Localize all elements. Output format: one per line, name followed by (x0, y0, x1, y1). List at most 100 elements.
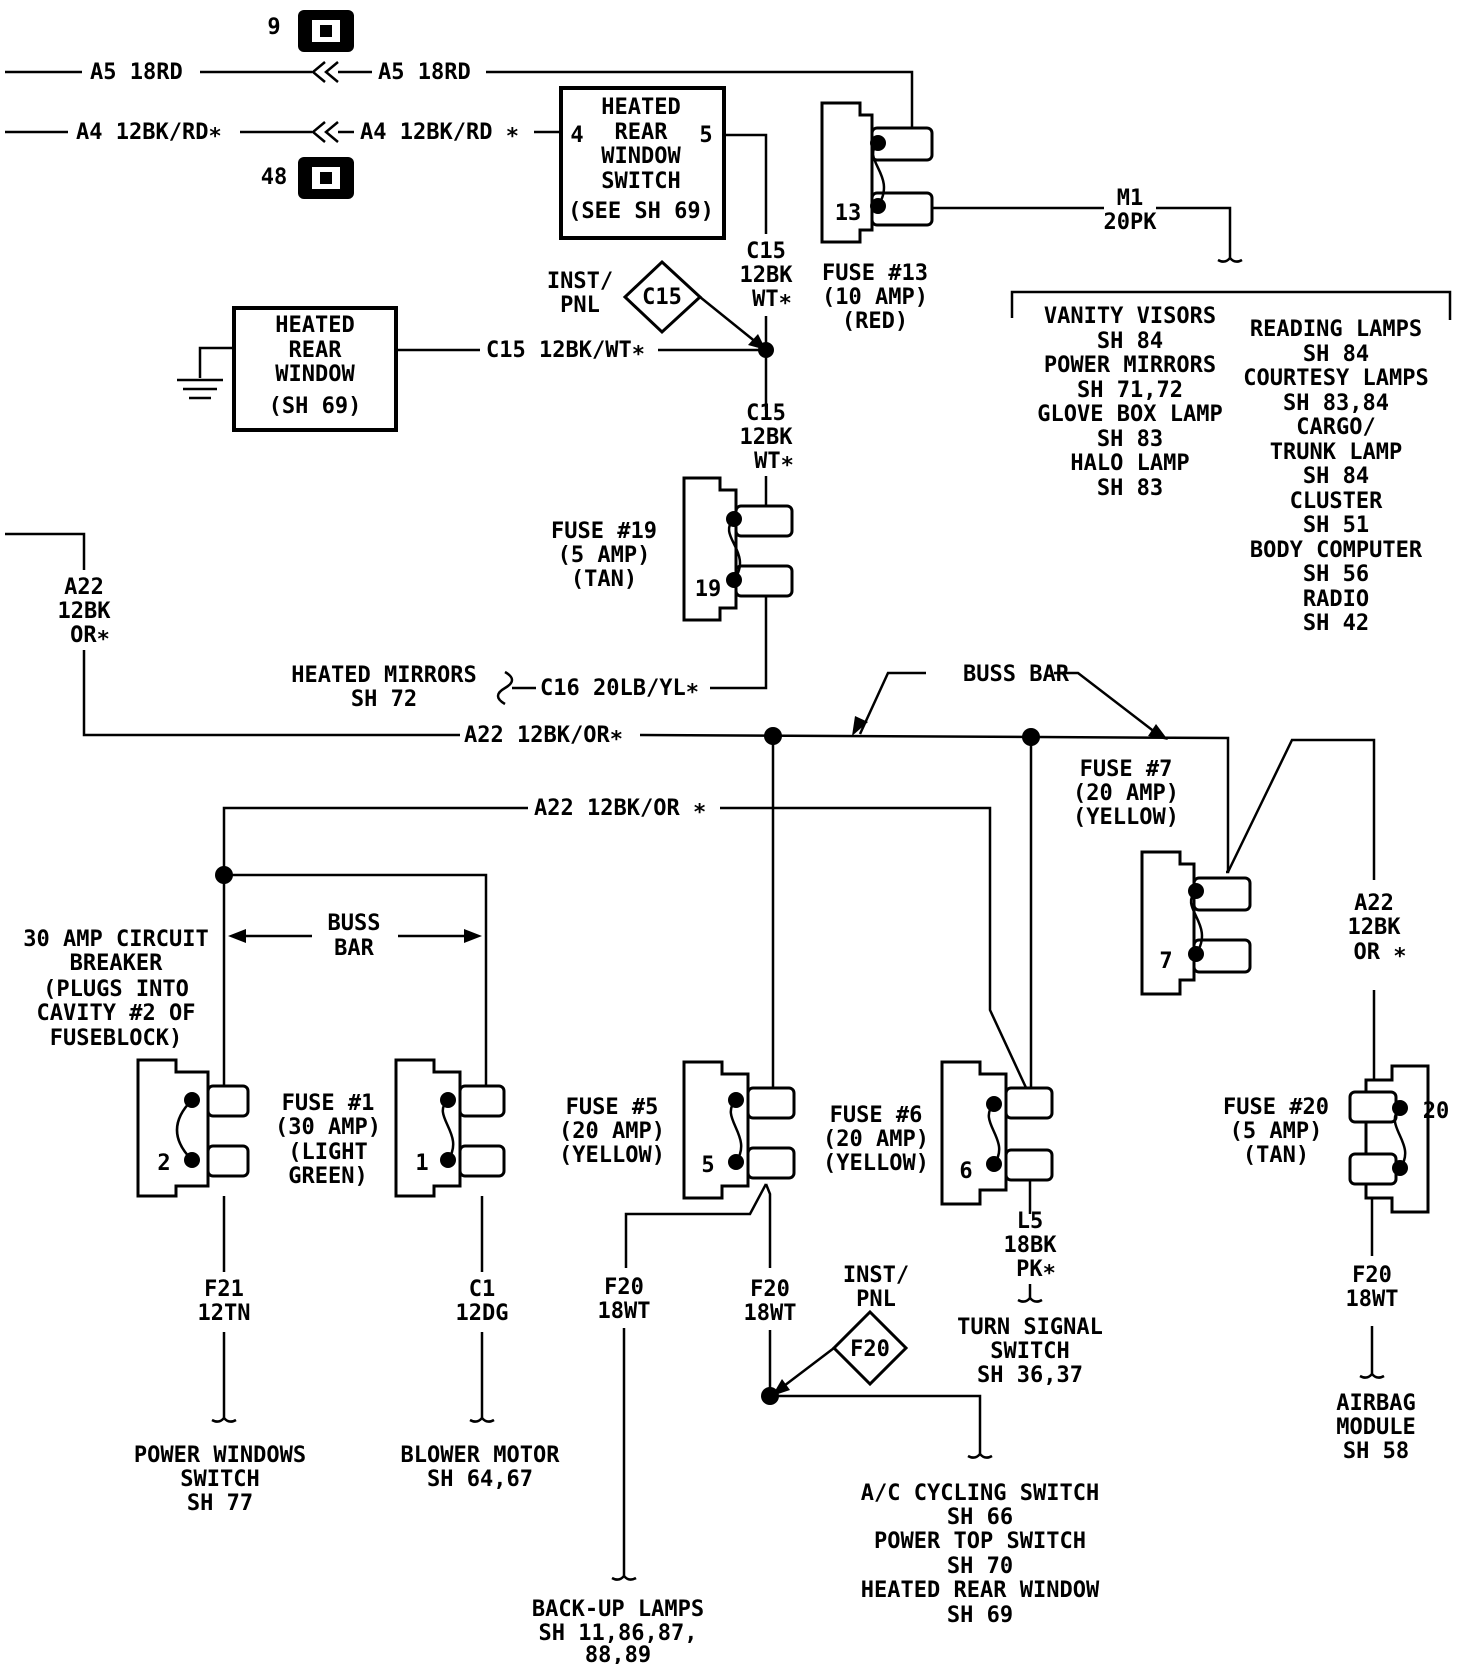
connector-9-number: 9 (267, 15, 280, 40)
svg-text:18BK: 18BK (1004, 1233, 1058, 1258)
svg-text:12DG: 12DG (456, 1301, 509, 1326)
breaker-2-number: 2 (157, 1151, 170, 1176)
svg-text:WT∗: WT∗ (752, 287, 792, 312)
fuse-20: FUSE #20 (5 AMP) (TAN) 20 (1223, 1064, 1450, 1214)
svg-text:RADIO: RADIO (1303, 587, 1369, 612)
svg-text:TRUNK LAMP: TRUNK LAMP (1270, 440, 1402, 465)
svg-text:(20 AMP): (20 AMP) (559, 1119, 665, 1144)
svg-text:SWITCH: SWITCH (180, 1467, 259, 1492)
svg-text:WT∗: WT∗ (754, 449, 794, 474)
svg-text:F21: F21 (204, 1277, 244, 1302)
svg-text:SH 58: SH 58 (1343, 1439, 1409, 1464)
svg-text:HEATED REAR WINDOW: HEATED REAR WINDOW (861, 1578, 1100, 1603)
svg-text:HEATED: HEATED (275, 313, 354, 338)
svg-text:SH 69: SH 69 (947, 1603, 1013, 1628)
svg-text:VANITY VISORS: VANITY VISORS (1044, 304, 1216, 329)
fuse-20-number: 20 (1423, 1099, 1450, 1124)
svg-text:20PK: 20PK (1104, 210, 1158, 235)
wire-a22-right (1226, 738, 1376, 880)
svg-text:FUSE #1: FUSE #1 (282, 1091, 375, 1116)
wire-a5-right-label: A5 18RD (378, 60, 471, 85)
svg-text:(5 AMP): (5 AMP) (1230, 1119, 1323, 1144)
fuse-7-number: 7 (1159, 949, 1172, 974)
blower-motor-destination: BLOWER MOTOR SH 64,67 (401, 1443, 561, 1492)
svg-text:SH 72: SH 72 (351, 687, 417, 712)
svg-text:FUSE #5: FUSE #5 (566, 1095, 659, 1120)
svg-text:(30 AMP): (30 AMP) (275, 1115, 381, 1140)
svg-text:SWITCH: SWITCH (990, 1339, 1069, 1364)
svg-text:18WT: 18WT (598, 1299, 651, 1324)
svg-text:SH 11,86,87,: SH 11,86,87, (539, 1621, 698, 1646)
heated-rear-window: HEATED REAR WINDOW (SH 69) (177, 306, 398, 432)
wire-a4-right-label: A4 12BK/RD ∗ (360, 120, 519, 145)
svg-text:A22: A22 (1354, 891, 1394, 916)
svg-text:FUSE #7: FUSE #7 (1080, 757, 1173, 782)
svg-text:(TAN): (TAN) (1243, 1143, 1309, 1168)
svg-text:INST/: INST/ (843, 1263, 909, 1288)
svg-text:(PLUGS INTO: (PLUGS INTO (43, 977, 189, 1002)
svg-text:OR∗: OR∗ (70, 623, 110, 648)
wire-a22-left (5, 532, 86, 570)
svg-text:SH 84: SH 84 (1097, 329, 1163, 354)
svg-text:MODULE: MODULE (1336, 1415, 1415, 1440)
svg-text:(LIGHT: (LIGHT (288, 1140, 367, 1165)
svg-text:SH 66: SH 66 (947, 1505, 1013, 1530)
svg-text:SH 51: SH 51 (1303, 513, 1369, 538)
svg-text:SH 71,72: SH 71,72 (1077, 378, 1183, 403)
wire-c15-mid-label: C15 12BK WT∗ (740, 401, 794, 474)
svg-text:AIRBAG: AIRBAG (1336, 1391, 1415, 1416)
svg-text:88,89: 88,89 (585, 1643, 651, 1664)
wire-a5: A5 18RD A5 18RD (5, 60, 914, 132)
svg-text:F20: F20 (1352, 1263, 1392, 1288)
svg-text:SH 83,84: SH 83,84 (1283, 391, 1389, 416)
circuit-breaker-2: 30 AMP CIRCUIT BREAKER (PLUGS INTO CAVIT… (23, 927, 250, 1198)
ac-cycling-destination: A/C CYCLING SWITCH SH 66 POWER TOP SWITC… (861, 1481, 1100, 1628)
svg-text:INST/: INST/ (547, 269, 613, 294)
svg-text:12BK: 12BK (740, 425, 794, 450)
svg-text:A22: A22 (64, 575, 104, 600)
backup-lamps-destination: BACK-UP LAMPS SH 11,86,87, 88,89 (532, 1597, 704, 1664)
wire-c16 (710, 596, 768, 690)
svg-text:(YELLOW): (YELLOW) (1073, 805, 1179, 830)
svg-text:(5 AMP): (5 AMP) (558, 543, 651, 568)
svg-text:SH 36,37: SH 36,37 (977, 1363, 1083, 1388)
heated-rear-window-switch: HEATED REAR WINDOW SWITCH (SEE SH 69) 4 … (559, 86, 726, 240)
svg-text:(SEE SH 69): (SEE SH 69) (568, 199, 714, 224)
svg-text:SH 83: SH 83 (1097, 476, 1163, 501)
wire-a22-left-label: A22 12BK OR∗ (58, 575, 112, 648)
wire-c15-switch-out (724, 133, 768, 234)
fuse-13: 13 FUSE #13 (10 AMP) (RED) (820, 101, 934, 334)
svg-text:12BK: 12BK (740, 263, 794, 288)
svg-text:(YELLOW): (YELLOW) (559, 1143, 665, 1168)
svg-text:(SH 69): (SH 69) (269, 394, 362, 419)
fuse-6-number: 6 (959, 1159, 972, 1184)
fuse-1: FUSE #1 (30 AMP) (LIGHT GREEN) 1 (275, 1058, 506, 1198)
svg-text:BODY COMPUTER: BODY COMPUTER (1250, 538, 1423, 563)
svg-text:C15: C15 (746, 401, 786, 426)
wire-f20-mid (764, 1183, 772, 1268)
buss-bar-line (639, 733, 1230, 874)
svg-text:POWER TOP SWITCH: POWER TOP SWITCH (874, 1529, 1086, 1554)
fuse-6: FUSE #6 (20 AMP) (YELLOW) 6 (823, 1060, 1054, 1206)
svg-text:CARGO/: CARGO/ (1296, 415, 1375, 440)
svg-text:WINDOW: WINDOW (275, 362, 355, 387)
wire-c16-label: C16 20LB/YL∗ (540, 676, 699, 701)
svg-text:30 AMP CIRCUIT: 30 AMP CIRCUIT (23, 927, 208, 952)
svg-text:HEATED MIRRORS: HEATED MIRRORS (291, 663, 476, 688)
svg-text:BLOWER MOTOR: BLOWER MOTOR (401, 1443, 561, 1468)
svg-text:TURN SIGNAL: TURN SIGNAL (957, 1315, 1103, 1340)
svg-text:SH 84: SH 84 (1303, 342, 1369, 367)
m1-destination-bracket (1010, 290, 1452, 320)
svg-text:FUSE #13: FUSE #13 (822, 261, 928, 286)
svg-text:SH 77: SH 77 (187, 1491, 253, 1516)
svg-text:F20: F20 (750, 1277, 790, 1302)
fuse-13-number: 13 (835, 201, 862, 226)
wire-a22-bus-left (82, 650, 460, 737)
svg-text:L5: L5 (1017, 1209, 1044, 1234)
ground-icon (177, 378, 223, 400)
svg-text:FUSE #19: FUSE #19 (551, 519, 657, 544)
svg-text:(20 AMP): (20 AMP) (1073, 781, 1179, 806)
buss-bar-lower-label: BUSS (328, 911, 381, 936)
svg-text:F20: F20 (604, 1275, 644, 1300)
